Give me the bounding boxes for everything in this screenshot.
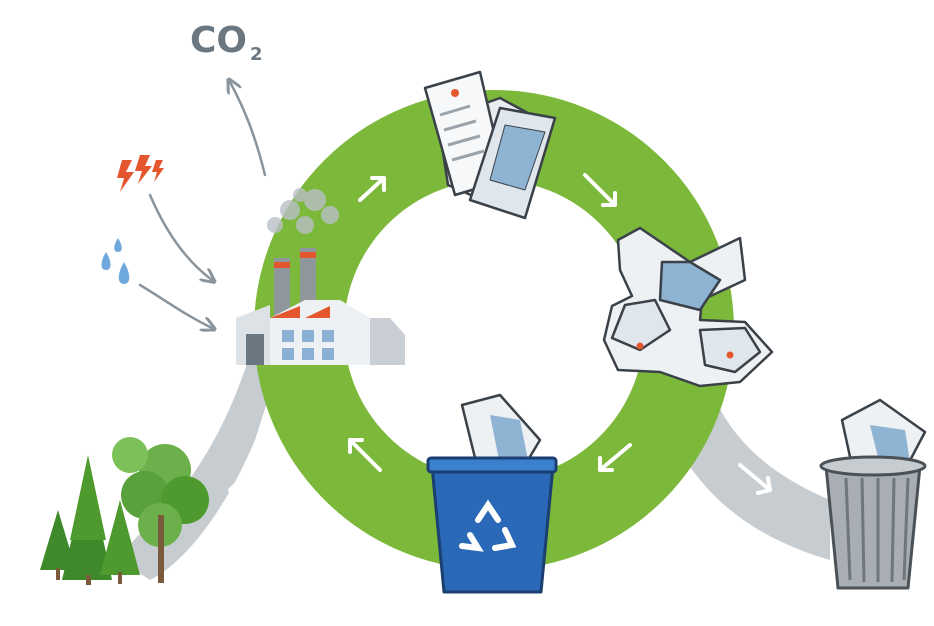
co2-subscript: 2 [250, 44, 263, 65]
flow-arrow-in [228, 458, 264, 492]
recycling-bin-icon [426, 393, 558, 594]
recycle-symbol-icon [459, 499, 517, 552]
energy-input-arrow [148, 193, 212, 280]
cycle-arrow-2 [583, 173, 617, 207]
input-arrows [138, 82, 267, 328]
forest-icon [40, 437, 209, 585]
flow-arrow-out [738, 463, 772, 495]
cycle-arrow-1 [358, 176, 386, 202]
factory-icon [236, 248, 405, 365]
trash-can-icon [819, 398, 927, 590]
smoke-icon [267, 188, 339, 234]
cycle-arrow-4 [348, 438, 382, 472]
water-drops-icon [101, 238, 130, 284]
water-input-arrow [138, 283, 212, 328]
co2-emission-arrow [230, 82, 267, 177]
cycle-arrow-3 [598, 443, 632, 472]
cycle-arrows [228, 173, 772, 495]
crumpled-paper-icon [602, 226, 774, 388]
newspaper-icon [423, 70, 557, 220]
lightning-icon [117, 155, 164, 192]
co2-cloud-icon: CO 2 [190, 20, 263, 65]
co2-label: CO [190, 20, 247, 61]
